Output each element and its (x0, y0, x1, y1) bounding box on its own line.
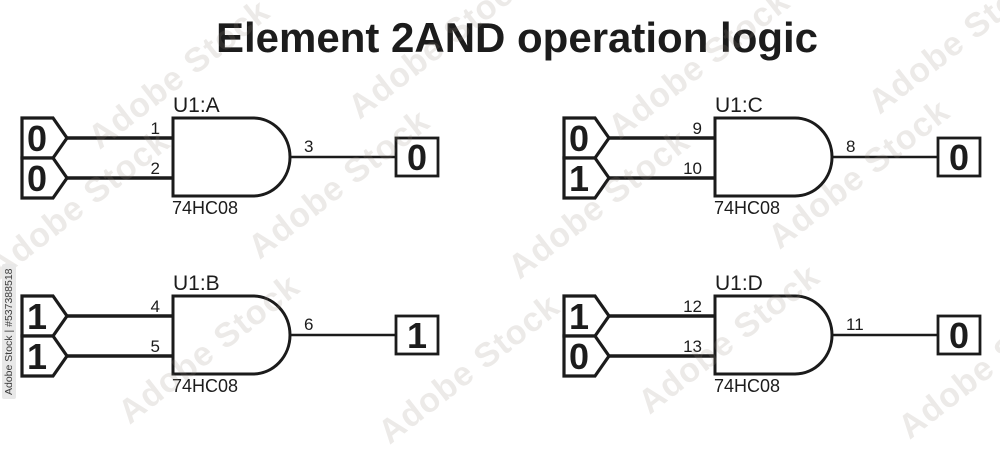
and-gate-body (171, 116, 292, 198)
output-value: 0 (407, 137, 427, 178)
gate-schematic-u1a: U1:A 1 2 3 0 0 0 74HC08 (20, 94, 440, 218)
pin-number-output: 6 (304, 315, 313, 334)
and-gate-body (713, 294, 834, 376)
input-value-top: 0 (27, 118, 47, 159)
gate-designator-label: U1:A (173, 94, 220, 117)
pin-number-output: 3 (304, 137, 313, 156)
pin-number-input-bottom: 13 (683, 337, 702, 356)
pin-number-input-bottom: 5 (151, 337, 160, 356)
input-terminal-top (20, 116, 69, 160)
pin-number-input-bottom: 2 (151, 159, 160, 178)
pin-number-input-top: 4 (151, 297, 160, 316)
pin-number-input-bottom: 10 (683, 159, 702, 178)
gate-schematic-u1c: U1:C 9 10 8 0 1 0 74HC08 (562, 94, 982, 218)
gate-designator-label: U1:B (173, 272, 220, 295)
and-gate-body (171, 294, 292, 376)
pin-number-output: 11 (846, 315, 864, 334)
chip-part-number: 74HC08 (714, 376, 780, 396)
input-terminal-bottom (562, 156, 611, 200)
input-value-bottom: 0 (27, 158, 47, 199)
input-value-top: 1 (27, 296, 47, 337)
pin-number-input-top: 1 (151, 119, 160, 138)
input-value-top: 1 (569, 296, 589, 337)
pin-number-output: 8 (846, 137, 855, 156)
output-indicator-box (936, 136, 982, 178)
gate-schematic-u1b: U1:B 4 5 6 1 1 1 74HC08 (20, 272, 440, 396)
input-terminal-top (562, 116, 611, 160)
chip-part-number: 74HC08 (172, 376, 238, 396)
pin-number-input-top: 12 (683, 297, 702, 316)
gate-block-u1a: U1:A 1 2 3 0 0 0 74HC08 (10, 90, 480, 220)
gate-block-u1d: U1:D 12 13 11 1 0 0 74HC08 (552, 268, 1000, 398)
output-indicator-box (936, 314, 982, 356)
output-value: 0 (949, 137, 969, 178)
input-terminal-top (562, 294, 611, 338)
gate-schematic-u1d: U1:D 12 13 11 1 0 0 74HC08 (562, 272, 982, 396)
input-terminal-bottom (20, 156, 69, 200)
gate-block-u1b: U1:B 4 5 6 1 1 1 74HC08 (10, 268, 480, 398)
output-value: 0 (949, 315, 969, 356)
output-value: 1 (407, 315, 427, 356)
input-value-top: 0 (569, 118, 589, 159)
input-terminal-top (20, 294, 69, 338)
chip-part-number: 74HC08 (172, 198, 238, 218)
input-value-bottom: 1 (27, 336, 47, 377)
input-value-bottom: 1 (569, 158, 589, 199)
chip-part-number: 74HC08 (714, 198, 780, 218)
input-value-bottom: 0 (569, 336, 589, 377)
gate-designator-label: U1:C (715, 94, 763, 117)
pin-number-input-top: 9 (693, 119, 702, 138)
gate-block-u1c: U1:C 9 10 8 0 1 0 74HC08 (552, 90, 1000, 220)
output-indicator-box (394, 136, 440, 178)
output-indicator-box (394, 314, 440, 356)
input-terminal-bottom (20, 334, 69, 378)
input-terminal-bottom (562, 334, 611, 378)
and-gate-body (713, 116, 834, 198)
gate-designator-label: U1:D (715, 272, 763, 295)
stock-credit-label: Adobe Stock | #537388518 (2, 264, 16, 399)
page-title: Element 2AND operation logic (215, 14, 819, 61)
